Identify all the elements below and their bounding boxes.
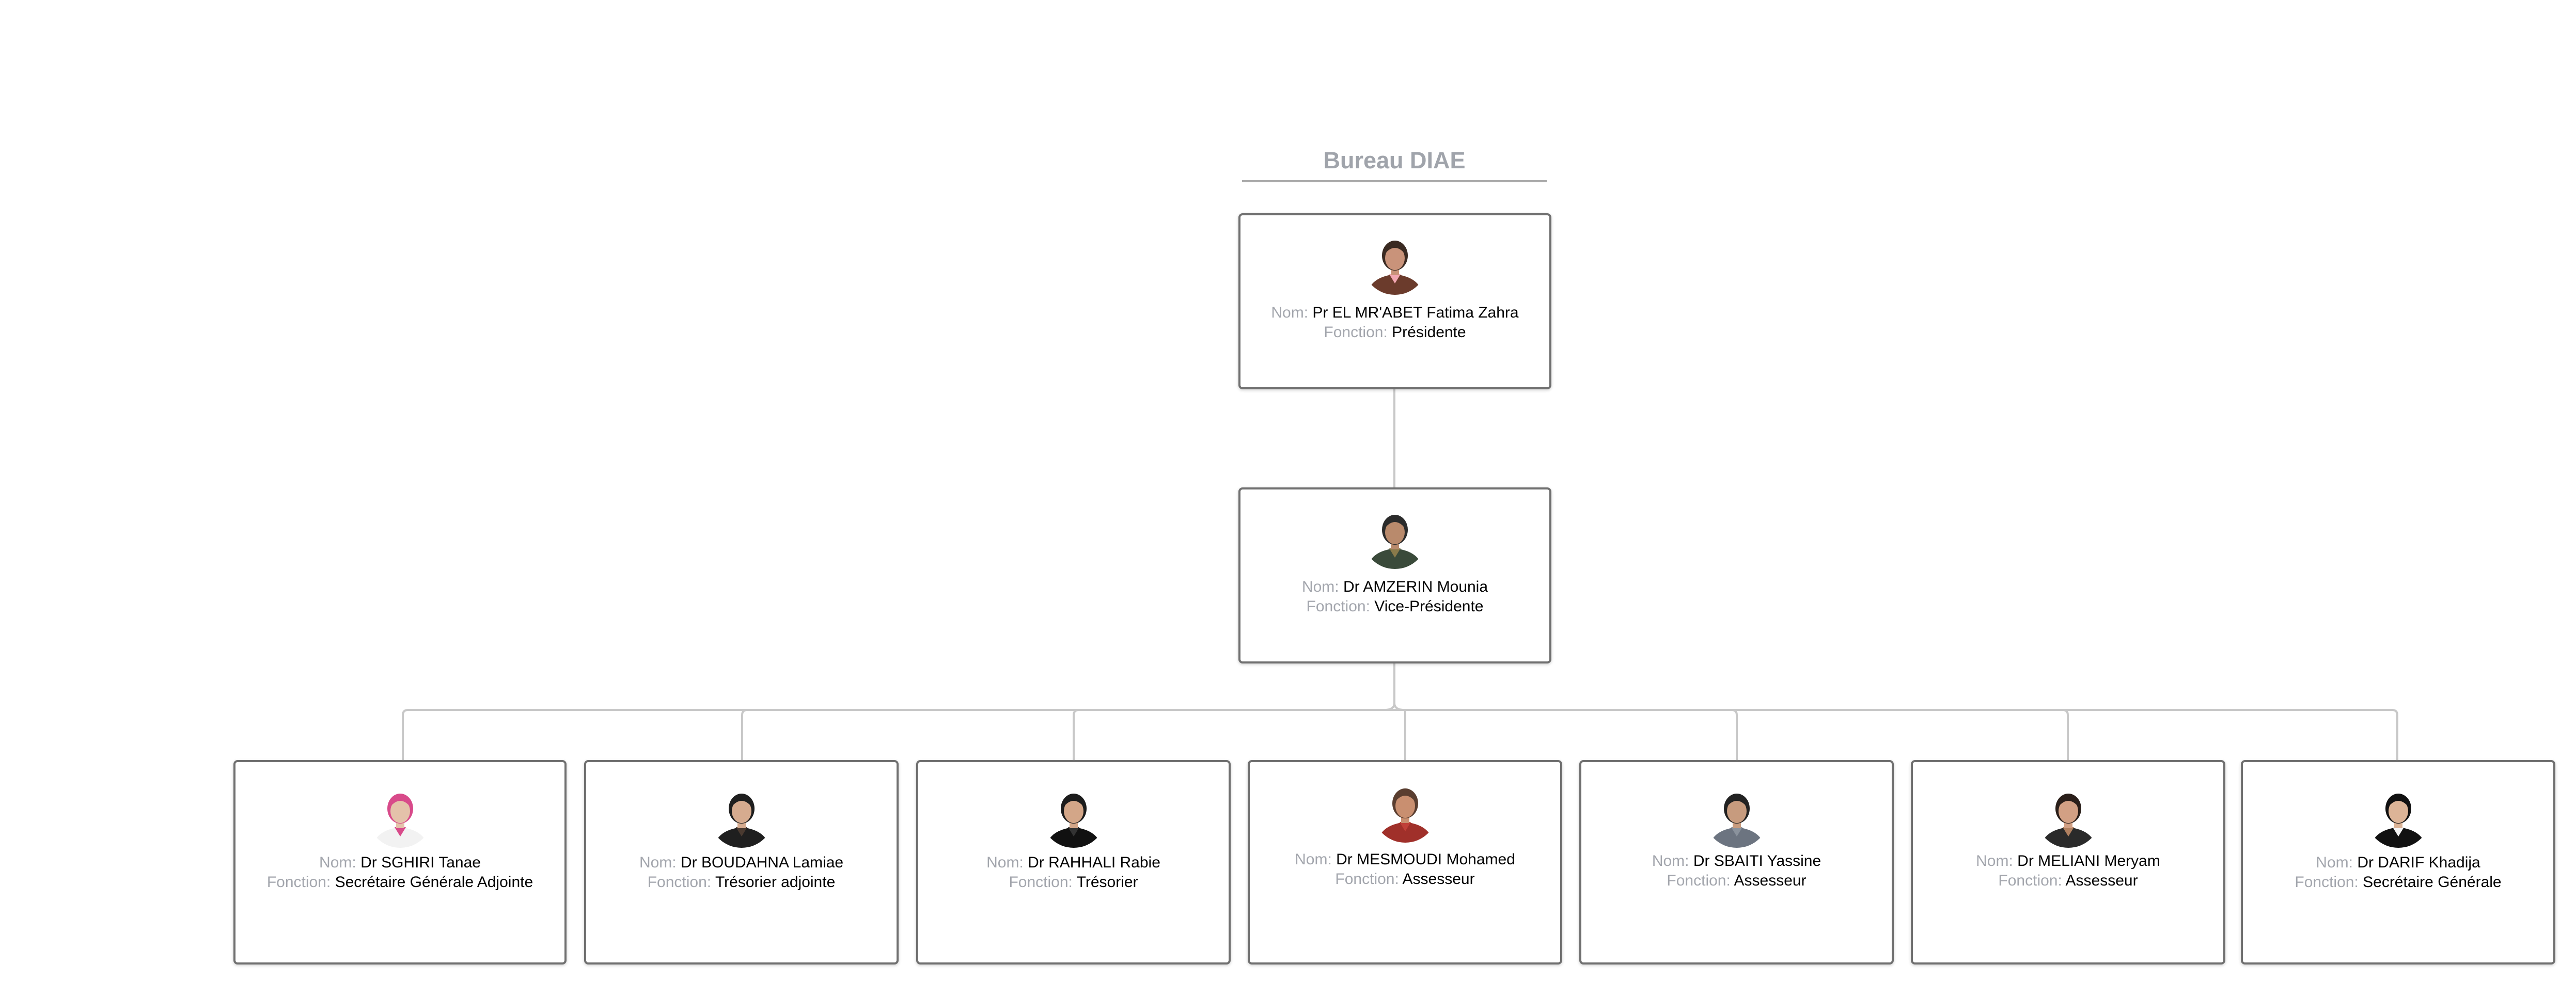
member-name-row: Nom: Dr SGHIRI Tanae [235, 853, 564, 873]
portrait-icon [367, 783, 433, 848]
member-role: Présidente [1392, 324, 1466, 341]
portrait-icon [1041, 783, 1106, 848]
member-info: Nom: Dr MESMOUDI Mohamed Fonction: Asses… [1250, 850, 1560, 889]
connector-to-meliani [2062, 709, 2069, 760]
member-role-row: Fonction: Présidente [1240, 323, 1549, 342]
member-name-row: Nom: Dr BOUDAHNA Lamiae [586, 853, 897, 873]
portrait-icon [1362, 230, 1427, 295]
member-info: Nom: Dr RAHHALI Rabie Fonction: Trésorie… [918, 853, 1229, 892]
member-role: Vice-Présidente [1374, 598, 1484, 615]
portrait-icon [1372, 778, 1438, 843]
member-name: Dr DARIF Khadija [2357, 854, 2480, 871]
role-label: Fonction: [1998, 872, 2062, 889]
name-label: Nom: [986, 854, 1024, 871]
member-role-row: Fonction: Secrétaire Générale [2243, 873, 2553, 892]
member-role: Assesseur [1734, 872, 1807, 889]
member-role: Secrétaire Générale [2363, 874, 2502, 891]
member-name: Dr BOUDAHNA Lamiae [680, 854, 844, 871]
avatar-rahhali [1041, 783, 1106, 848]
member-role: Trésorier [1076, 874, 1138, 891]
member-info: Nom: Dr AMZERIN Mounia Fonction: Vice-Pr… [1240, 577, 1549, 616]
member-role: Assesseur [2065, 872, 2138, 889]
member-role-row: Fonction: Vice-Présidente [1240, 597, 1549, 616]
member-card-sghiri[interactable]: Nom: Dr SGHIRI Tanae Fonction: Secrétair… [233, 760, 567, 965]
member-name: Dr SBAITI Yassine [1693, 852, 1821, 869]
avatar-boudahna [709, 783, 774, 848]
member-name-row: Nom: Dr DARIF Khadija [2243, 853, 2553, 873]
avatar-vice [1362, 504, 1427, 569]
role-label: Fonction: [266, 874, 331, 891]
role-label: Fonction: [1335, 871, 1399, 888]
role-label: Fonction: [2295, 874, 2359, 891]
member-name-row: Nom: Dr RAHHALI Rabie [918, 853, 1229, 873]
member-info: Nom: Dr BOUDAHNA Lamiae Fonction: Trésor… [586, 853, 897, 892]
connector-bus [402, 709, 2398, 716]
member-role: Trésorier adjointe [715, 874, 836, 891]
name-label: Nom: [319, 854, 356, 871]
role-label: Fonction: [1324, 324, 1388, 341]
connector-to-sbaiti [1731, 709, 1738, 760]
member-name-row: Nom: Dr AMZERIN Mounia [1240, 577, 1549, 597]
name-label: Nom: [639, 854, 677, 871]
portrait-icon [2365, 783, 2431, 848]
name-label: Nom: [1652, 852, 1689, 869]
name-label: Nom: [1295, 851, 1332, 868]
member-card-sbaiti[interactable]: Nom: Dr SBAITI Yassine Fonction: Assesse… [1579, 760, 1894, 965]
name-label: Nom: [1271, 304, 1309, 321]
avatar-meliani [2035, 783, 2101, 848]
member-name-row: Nom: Dr MELIANI Meryam [1913, 851, 2223, 871]
member-role-row: Fonction: Trésorier [918, 873, 1229, 892]
avatar-sghiri [367, 783, 433, 848]
member-card-meliani[interactable]: Nom: Dr MELIANI Meryam Fonction: Assesse… [1911, 760, 2225, 965]
connector-to-rahhali [1073, 709, 1079, 760]
member-info: Nom: Pr EL MR'ABET Fatima Zahra Fonction… [1240, 303, 1549, 342]
member-name-row: Nom: Pr EL MR'ABET Fatima Zahra [1240, 303, 1549, 323]
chart-title: Bureau DIAE [1242, 147, 1547, 182]
member-name: Pr EL MR'ABET Fatima Zahra [1312, 304, 1519, 321]
member-role-row: Fonction: Assesseur [1581, 871, 1892, 891]
role-label: Fonction: [1667, 872, 1731, 889]
member-role-row: Fonction: Assesseur [1250, 869, 1560, 889]
avatar-mesmoudi [1372, 778, 1438, 843]
member-name: Dr SGHIRI Tanae [360, 854, 481, 871]
role-label: Fonction: [647, 874, 712, 891]
member-role-row: Fonction: Secrétaire Générale Adjointe [235, 873, 564, 892]
name-label: Nom: [2316, 854, 2353, 871]
member-card-darif[interactable]: Nom: Dr DARIF Khadija Fonction: Secrétai… [2241, 760, 2555, 965]
member-info: Nom: Dr MELIANI Meryam Fonction: Assesse… [1913, 851, 2223, 891]
member-name-row: Nom: Dr MESMOUDI Mohamed [1250, 850, 1560, 869]
avatar-sbaiti [1704, 783, 1769, 848]
member-card-vice[interactable]: Nom: Dr AMZERIN Mounia Fonction: Vice-Pr… [1238, 487, 1551, 663]
member-info: Nom: Dr SGHIRI Tanae Fonction: Secrétair… [235, 853, 564, 892]
member-role: Secrétaire Générale Adjointe [335, 874, 533, 891]
name-label: Nom: [1976, 852, 2013, 869]
connector-to-boudahna [741, 709, 748, 760]
name-label: Nom: [1301, 578, 1339, 595]
member-name-row: Nom: Dr SBAITI Yassine [1581, 851, 1892, 871]
member-info: Nom: Dr SBAITI Yassine Fonction: Assesse… [1581, 851, 1892, 891]
member-card-boudahna[interactable]: Nom: Dr BOUDAHNA Lamiae Fonction: Trésor… [584, 760, 899, 965]
member-card-mesmoudi[interactable]: Nom: Dr MESMOUDI Mohamed Fonction: Asses… [1248, 760, 1562, 965]
avatar-darif [2365, 783, 2431, 848]
role-label: Fonction: [1009, 874, 1073, 891]
portrait-icon [2035, 783, 2101, 848]
portrait-icon [1704, 783, 1769, 848]
member-role-row: Fonction: Trésorier adjointe [586, 873, 897, 892]
member-name: Dr MELIANI Meryam [2017, 852, 2160, 869]
member-role-row: Fonction: Assesseur [1913, 871, 2223, 891]
portrait-icon [709, 783, 774, 848]
member-role: Assesseur [1402, 871, 1475, 888]
member-card-president[interactable]: Nom: Pr EL MR'ABET Fatima Zahra Fonction… [1238, 213, 1551, 389]
connector-bus-center [1384, 703, 1405, 711]
member-info: Nom: Dr DARIF Khadija Fonction: Secrétai… [2243, 853, 2553, 892]
avatar-president [1362, 230, 1427, 295]
member-card-rahhali[interactable]: Nom: Dr RAHHALI Rabie Fonction: Trésorie… [916, 760, 1231, 965]
member-name: Dr AMZERIN Mounia [1343, 578, 1488, 595]
portrait-icon [1362, 504, 1427, 569]
member-name: Dr RAHHALI Rabie [1028, 854, 1160, 871]
role-label: Fonction: [1306, 598, 1370, 615]
member-name: Dr MESMOUDI Mohamed [1336, 851, 1515, 868]
